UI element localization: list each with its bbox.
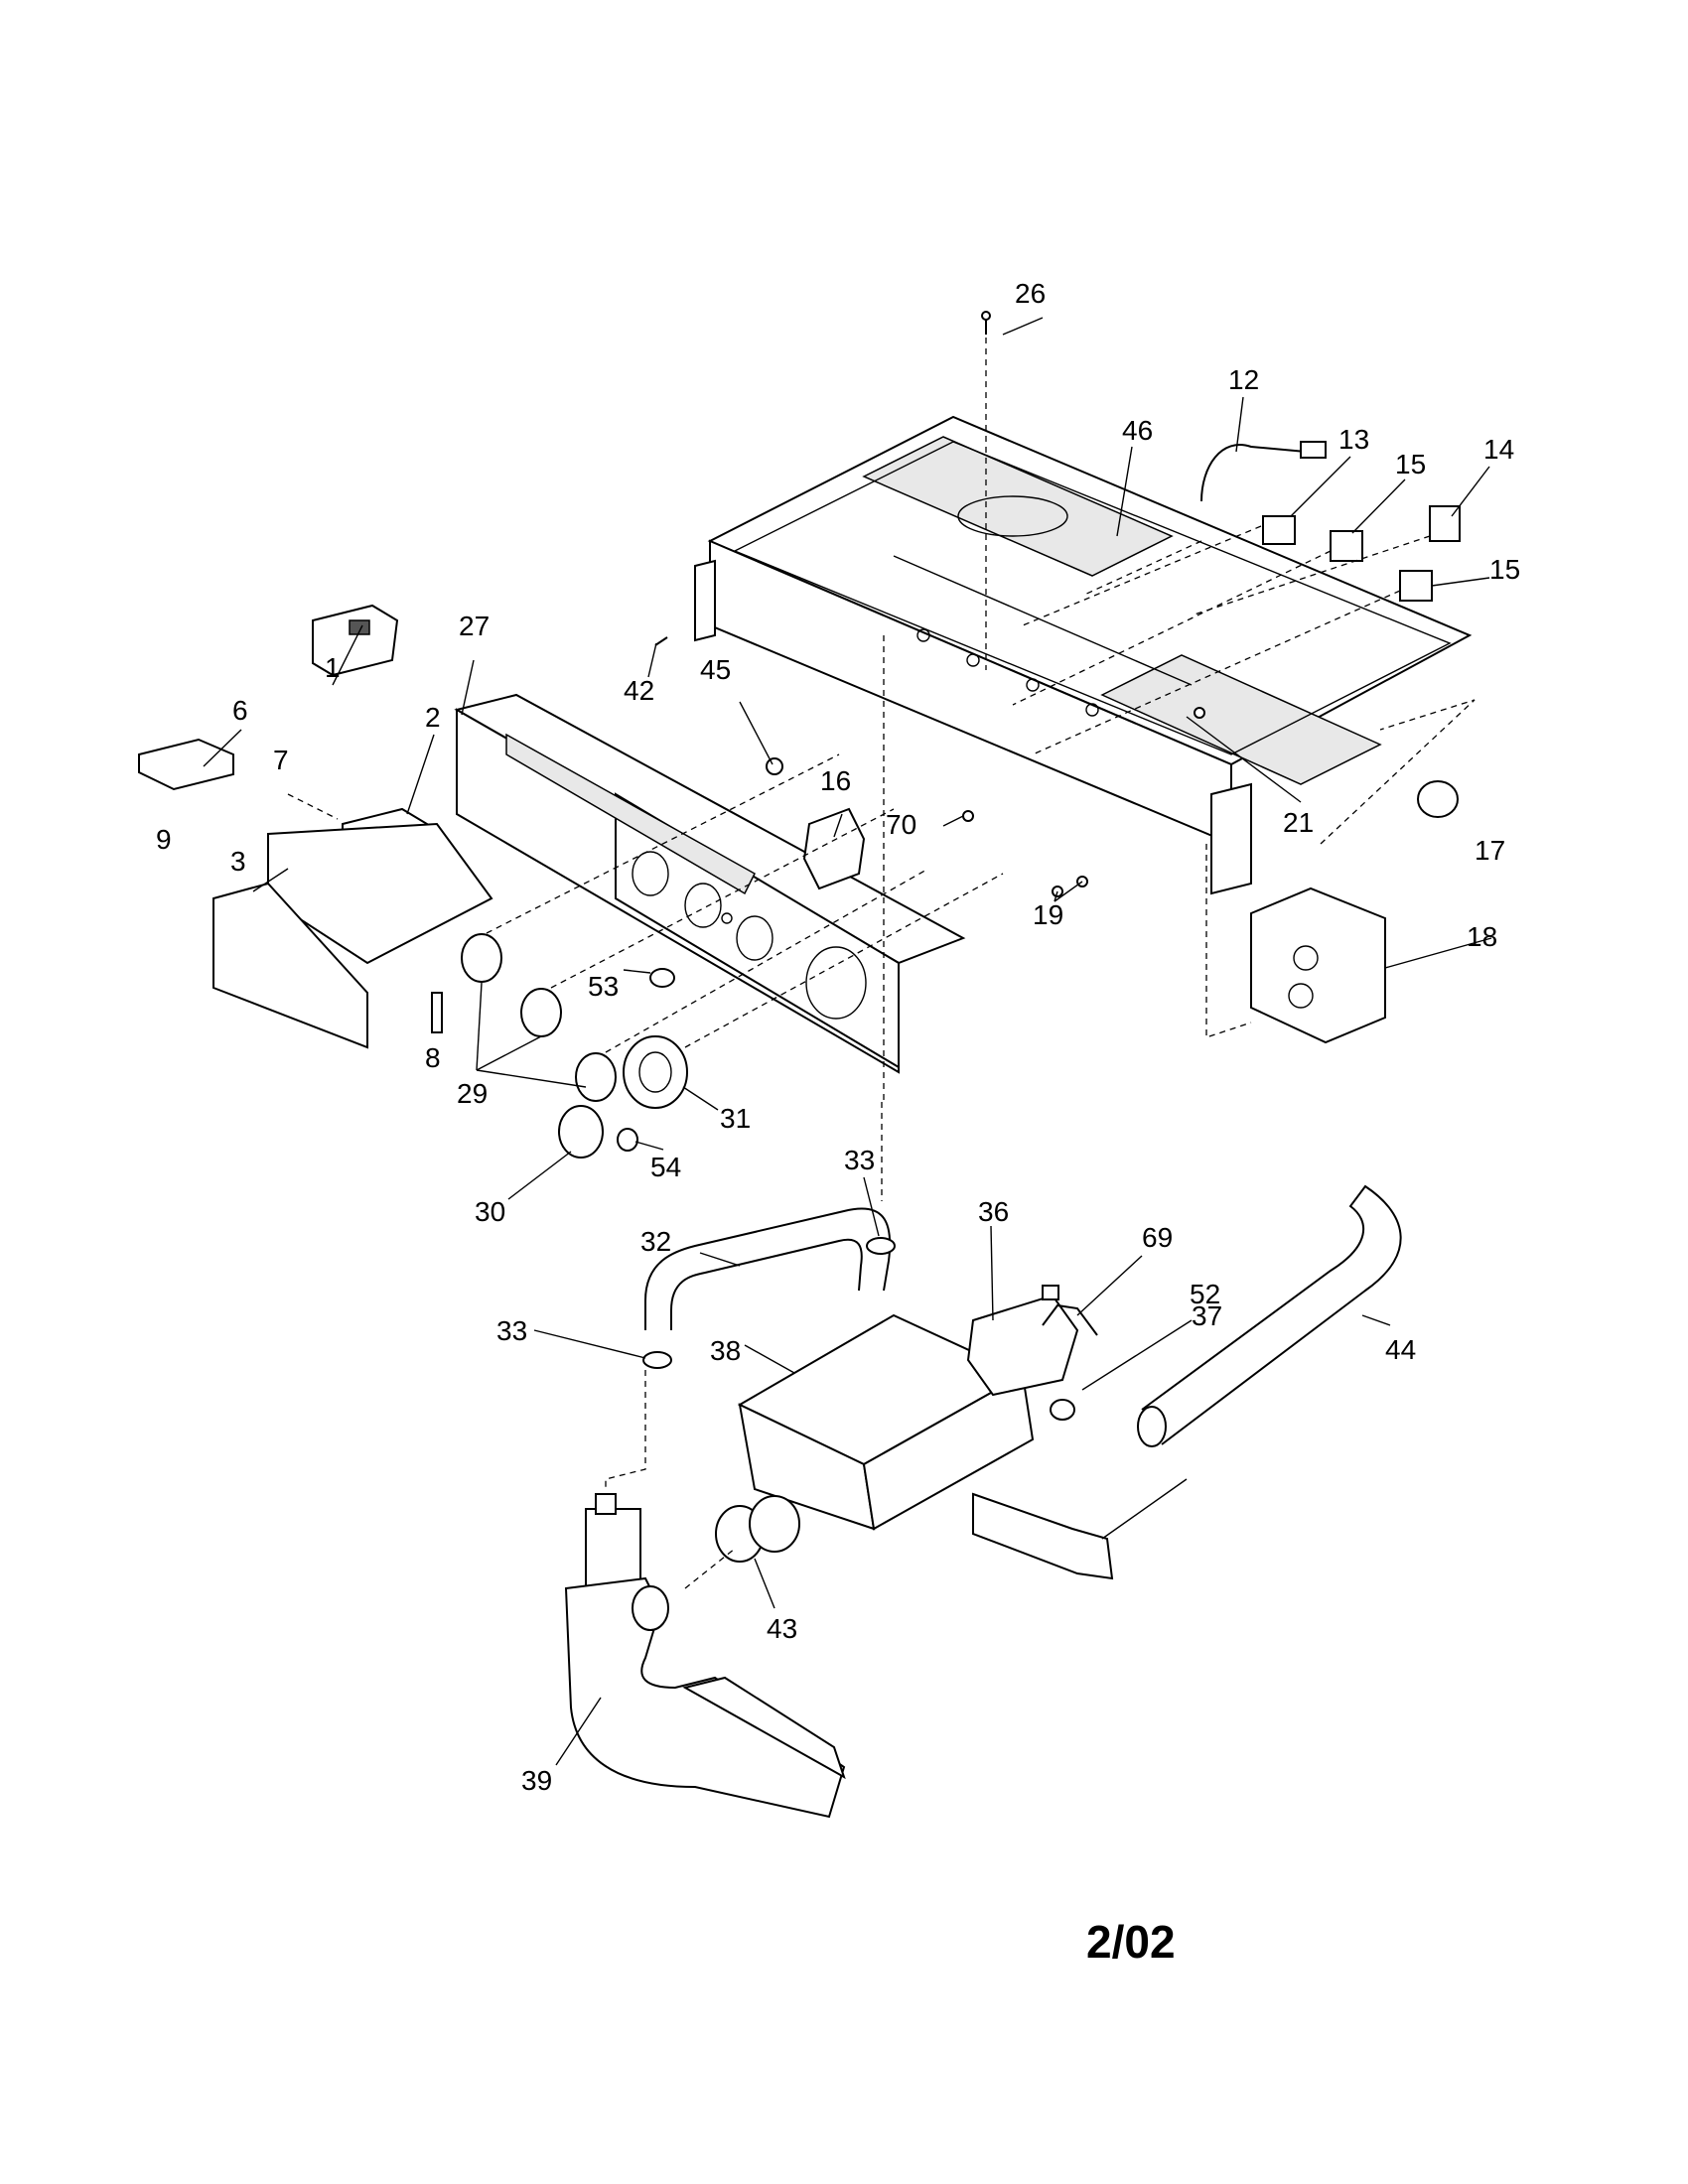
callout-31: 31	[720, 1103, 751, 1134]
callout-9: 9	[156, 824, 172, 855]
callout-12: 12	[1228, 364, 1259, 395]
callout-37: 37	[1192, 1300, 1222, 1331]
callout-7: 7	[273, 745, 289, 775]
callout-1: 1	[325, 652, 341, 683]
callout-54: 54	[650, 1152, 681, 1182]
dispenser-assembly	[138, 604, 493, 1049]
leader-lines	[203, 317, 1492, 1766]
control-panel-part	[454, 693, 966, 1074]
duct-part	[564, 1493, 846, 1819]
callout-21: 21	[1283, 807, 1314, 838]
callout-39: 39	[521, 1765, 552, 1796]
callout-42: 42	[624, 675, 654, 706]
callout-30: 30	[475, 1196, 505, 1227]
callout-69: 69	[1142, 1222, 1173, 1253]
callout-32: 32	[640, 1226, 671, 1257]
fasteners	[654, 311, 1205, 897]
callout-19: 19	[1033, 899, 1063, 930]
control-frame-part	[694, 415, 1473, 895]
callout-16: 16	[820, 765, 851, 796]
callout-29: 29	[457, 1078, 488, 1109]
knobs-and-switches	[461, 807, 866, 1159]
callout-13: 13	[1338, 424, 1369, 455]
callout-27: 27	[459, 611, 490, 641]
callout-33-lower: 33	[496, 1315, 527, 1346]
callout-26: 26	[1015, 278, 1046, 309]
callout-38: 38	[710, 1335, 741, 1366]
dispenser-housing-and-hoses	[642, 1184, 1402, 1580]
callout-43: 43	[767, 1613, 797, 1644]
callout-6: 6	[232, 695, 248, 726]
assembly-guide-lines	[486, 338, 1431, 1589]
page-code: 2/02	[1086, 1916, 1176, 1968]
callout-2: 2	[425, 702, 441, 733]
callout-17: 17	[1475, 835, 1505, 866]
callout-18: 18	[1467, 921, 1497, 952]
electrical-components	[1200, 441, 1476, 1044]
callout-45: 45	[700, 654, 731, 685]
callout-52: 52	[1190, 1279, 1220, 1309]
callout-46: 46	[1122, 415, 1153, 446]
callout-15-lower: 15	[1489, 554, 1520, 585]
callout-3: 3	[230, 846, 246, 877]
callout-8: 8	[425, 1042, 441, 1073]
callout-15-upper: 15	[1395, 449, 1426, 479]
callout-70: 70	[886, 809, 916, 840]
callout-44: 44	[1385, 1334, 1416, 1365]
callout-36: 36	[978, 1196, 1009, 1227]
callout-33-upper: 33	[844, 1145, 875, 1175]
callout-14: 14	[1483, 434, 1514, 465]
callout-53: 53	[588, 971, 619, 1002]
callout-labels: 1 2 3 6 7 8 9 12 13 14 15 15 16 17 18 19…	[156, 278, 1520, 1796]
